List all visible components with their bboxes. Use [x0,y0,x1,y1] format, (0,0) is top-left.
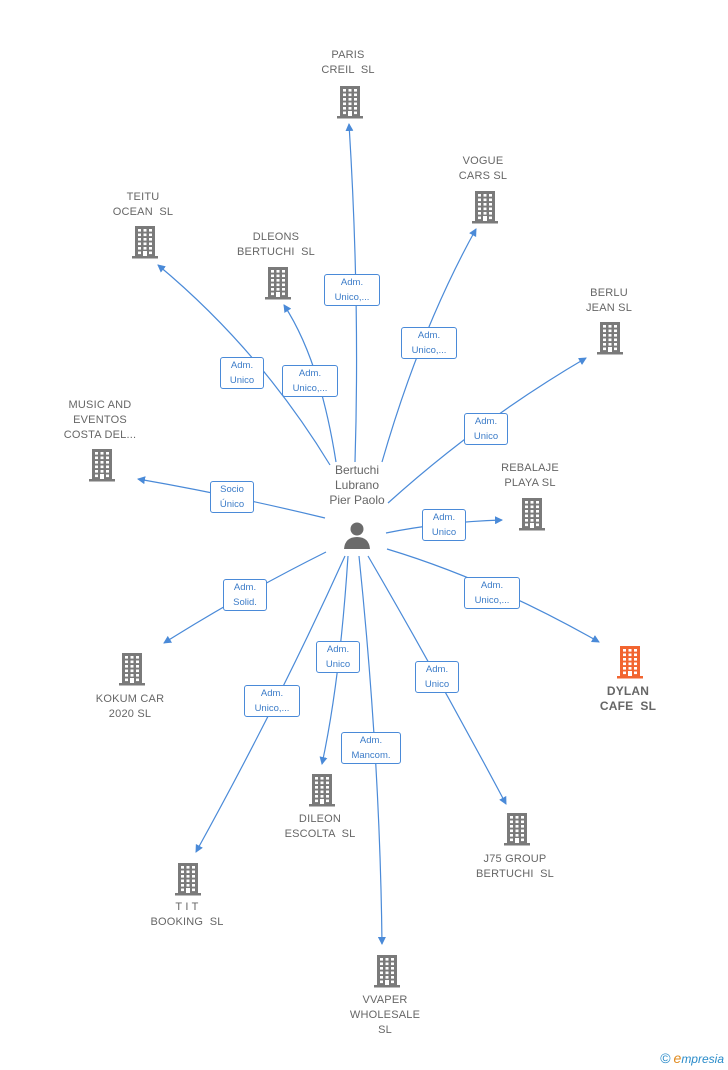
company-name-j75[interactable]: J75 GROUP BERTUCHI SL [476,853,554,880]
building-icon[interactable] [614,645,646,684]
company-name-vogue[interactable]: VOGUE CARS SL [458,155,508,182]
relation-label-paris[interactable]: Adm. Unico,... [324,274,380,306]
relation-label-music[interactable]: Socio Único [210,481,254,513]
company-name-berlu[interactable]: BERLU JEAN SL [585,287,633,314]
building-icon[interactable] [501,812,533,851]
company-name-music[interactable]: MUSIC AND EVENTOS COSTA DEL... [63,399,137,441]
relation-label-teitu[interactable]: Adm. Unico [220,357,264,389]
relation-label-dylan[interactable]: Adm. Unico,... [464,577,520,609]
building-icon[interactable] [129,225,161,264]
person-name[interactable]: Bertuchi Lubrano Pier Paolo [329,463,385,507]
relation-label-vvaper[interactable]: Adm. Mancom. [341,732,401,764]
relation-label-vogue[interactable]: Adm. Unico,... [401,327,457,359]
relation-label-j75[interactable]: Adm. Unico [415,661,459,693]
building-icon[interactable] [516,497,548,536]
relation-label-tit[interactable]: Adm. Unico,... [244,685,300,717]
building-icon[interactable] [371,954,403,993]
building-icon[interactable] [334,85,366,124]
company-name-rebalaje[interactable]: REBALAJE PLAYA SL [501,462,559,489]
company-name-teitu[interactable]: TEITU OCEAN SL [112,191,174,218]
brand-rest: mpresia [681,1052,724,1066]
building-icon[interactable] [172,862,204,901]
building-icon[interactable] [306,773,338,812]
relation-label-dileon[interactable]: Adm. Unico [316,641,360,673]
relation-label-dleons[interactable]: Adm. Unico,... [282,365,338,397]
brand-initial: e [673,1050,682,1066]
building-icon[interactable] [86,448,118,487]
building-icon[interactable] [262,266,294,305]
company-name-dileon[interactable]: DILEON ESCOLTA SL [284,813,356,840]
company-name-paris[interactable]: PARIS CREIL SL [321,49,375,76]
empresia-logo: ©empresia [660,1050,724,1066]
company-name-dylan[interactable]: DYLAN CAFE SL [599,684,657,713]
company-name-kokum[interactable]: KOKUM CAR 2020 SL [95,693,165,720]
company-name-dleons[interactable]: DLEONS BERTUCHI SL [237,231,315,258]
relation-label-rebalaje[interactable]: Adm. Unico [422,509,466,541]
company-name-vvaper[interactable]: VVAPER WHOLESALE SL [349,994,421,1036]
building-icon[interactable] [469,190,501,229]
building-icon[interactable] [594,321,626,360]
copyright-symbol: © [660,1050,671,1066]
relation-label-berlu[interactable]: Adm. Unico [464,413,508,445]
building-icon[interactable] [116,652,148,691]
company-name-tit[interactable]: T I T BOOKING SL [150,901,224,928]
relation-label-kokum[interactable]: Adm. Solid. [223,579,267,611]
person-icon[interactable] [342,520,372,555]
